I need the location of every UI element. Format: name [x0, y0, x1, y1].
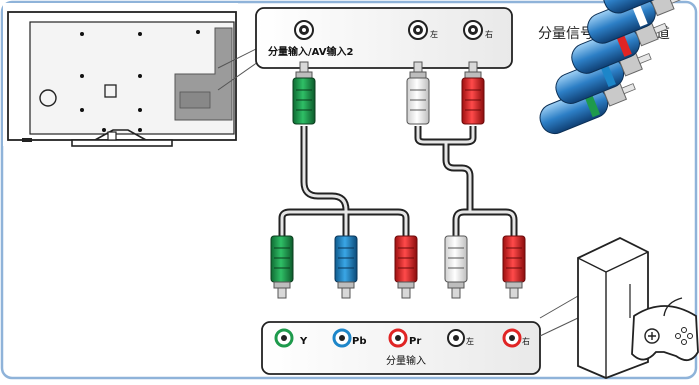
audio-left-jack[interactable] [447, 329, 465, 347]
pb-jack[interactable] [332, 328, 352, 348]
tv-input-panel: 分量输入/AV输入2 左 右 [255, 7, 513, 69]
tv-right-label: 右 [485, 29, 493, 39]
pr-label: Pr [409, 336, 421, 347]
y-jack[interactable] [274, 328, 294, 348]
audio-left-label: 左 [466, 336, 474, 346]
game-controller-icon [631, 297, 699, 362]
tv-audio-right-jack[interactable] [463, 20, 483, 40]
bottom-plug-white [444, 235, 468, 299]
tv-input-label: 分量输入/AV输入2 [268, 45, 353, 58]
audio-right-label: 右 [522, 336, 530, 346]
pr-jack[interactable] [388, 328, 408, 348]
top-plug-red [461, 61, 485, 125]
pb-label: Pb [352, 336, 367, 347]
bottom-plug-red-audio [502, 235, 526, 299]
tv-back-illustration [3, 3, 259, 147]
game-console-icon [577, 236, 649, 379]
source-panel-title: 分量输入 [386, 354, 426, 367]
cables [278, 126, 518, 236]
source-output-panel: Y Pb Pr 左 右 分量输入 [261, 295, 579, 375]
rca-cable-icon [539, 0, 684, 135]
tv-audio-left-jack[interactable] [408, 20, 428, 40]
tv-left-label: 左 [430, 29, 438, 39]
top-plug-green [292, 61, 316, 125]
bottom-plug-blue [334, 235, 358, 299]
bottom-plug-red-pr [394, 235, 418, 299]
y-label: Y [299, 336, 308, 347]
audio-right-jack[interactable] [502, 328, 522, 348]
bottom-plug-green [270, 235, 294, 299]
tv-component-jack[interactable] [294, 20, 314, 40]
top-plug-white [406, 61, 430, 125]
